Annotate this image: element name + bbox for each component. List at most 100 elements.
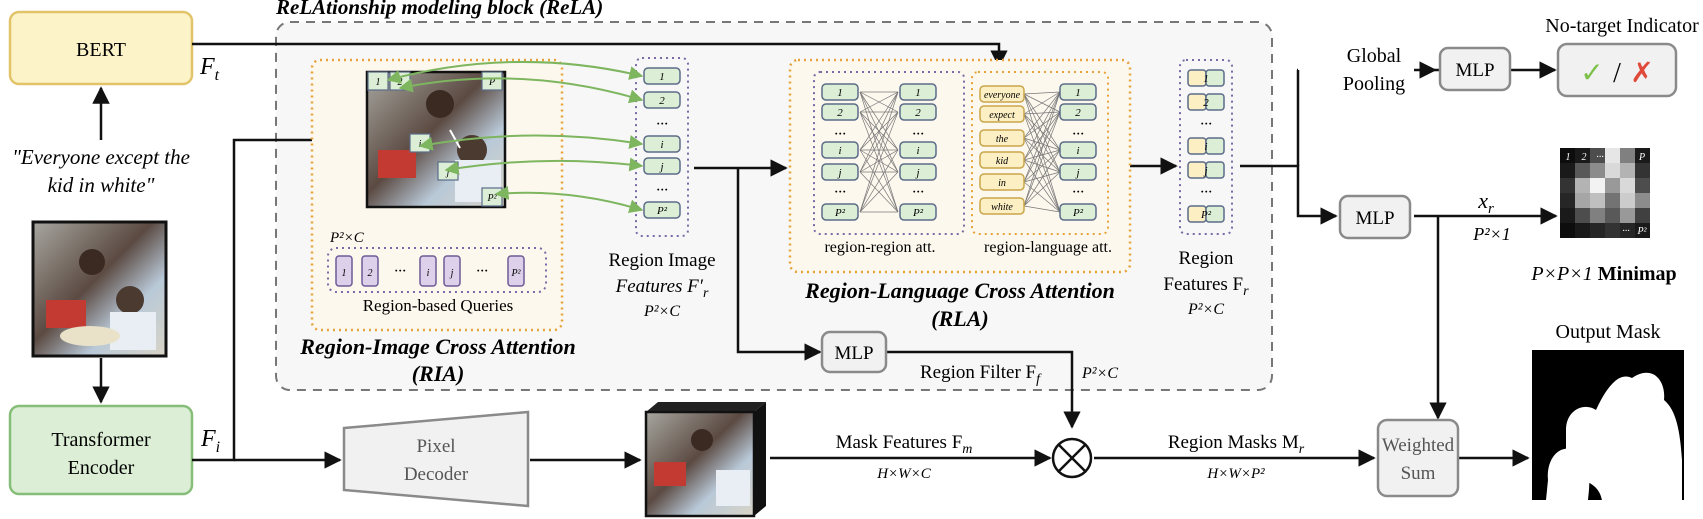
word-token-label: kid [996,156,1009,167]
minimap-cell [1560,223,1575,238]
rr-link [859,149,899,173]
minimap-cell [1560,163,1575,178]
rif-ellipsis: ··· [656,116,668,133]
word-token-label: everyone [984,90,1021,101]
encoder-label-2: Encoder [68,457,135,479]
minimap-cell [1635,223,1650,238]
rl-region-token-label: P² [1072,207,1084,219]
rl-region-token-label: j [1074,167,1079,179]
fi-label: Fi [200,426,220,456]
rr-right-token-label: 1 [915,87,921,99]
rr-left-token-label: i [838,145,841,157]
rl-link [1023,149,1061,183]
minimap-cell [1560,208,1575,223]
rif-token [643,201,681,219]
rl-link [1023,137,1061,213]
rf-token-right [1205,205,1225,223]
minimap-cell [1590,193,1605,208]
query-token-label: 1 [342,268,347,279]
rr-label: region-region att. [824,239,935,256]
rif-label-1: Region Image [608,250,715,271]
query-token [361,255,379,287]
rr-right-ellipsis: ··· [912,126,924,143]
attention-arc [398,77,644,104]
rr-left-token [821,103,859,121]
minimap-cell [1560,193,1575,208]
region-feature-tokens: 12···ij···P² [1187,69,1225,223]
rr-left-token [821,163,859,181]
minimap-cell [1590,223,1605,238]
minimap-cell [1620,178,1635,193]
minimap-cell [1605,223,1620,238]
xr-shape: P²×1 [1472,224,1511,244]
region-image-features-box [635,57,689,237]
word-token [979,151,1025,169]
minimap-cell [1635,178,1650,193]
rf-token-right [1205,161,1225,179]
minimap-cell [1560,148,1575,163]
rr-right-token-label: j [914,167,919,179]
attention-arc [386,60,644,84]
pixel-decoder-label-2: Decoder [404,464,469,485]
rl-link [1023,149,1061,207]
rla-tokens: 12···ij···P²12···ij···P²12···ij···P²ever… [821,83,1097,221]
rr-right-token [899,163,937,181]
rr-right-token-label: 2 [915,107,921,119]
word-token [979,129,1025,147]
rl-link [1023,111,1061,161]
queries-label: Region-based Queries [363,296,514,315]
rr-link [859,91,899,213]
rr-link [859,171,899,213]
rf-token-right [1205,69,1225,87]
rif-token-label: P² [656,205,668,217]
rr-right-token [899,141,937,159]
output-mask-image [1532,350,1684,500]
region-masks-label: Region Masks Mr [1168,432,1305,457]
multiply-operator [1051,437,1093,479]
minimap-cell [1605,148,1620,163]
mlp-box-mid [1338,194,1412,240]
rif-token [643,67,681,85]
minimap-cell [1635,148,1650,163]
rf-token-label: 2 [1203,97,1209,109]
ria-image [365,70,507,209]
rf-shape: P²×C [1187,301,1224,318]
rf-token-label: j [1202,165,1207,177]
attention-arc [494,185,644,214]
minimap-caption: P×P×1 Minimap [1530,263,1676,285]
word-token [979,173,1025,191]
pooling-label-1: Global [1347,45,1402,67]
rf-label-2: Features Fr [1163,274,1249,299]
rl-link [1023,91,1061,139]
rr-left-token-label: 1 [837,87,843,99]
minimap-tag: ··· [1596,152,1604,163]
word-token-label: the [996,134,1009,145]
weighted-sum-box [1376,418,1460,498]
rif-token [643,91,681,109]
mask-feature-cube [644,402,766,518]
minimap-cell [1605,193,1620,208]
rl-region-ellipsis: ··· [1072,184,1084,201]
minimap-cell [1590,148,1605,163]
bert-box [8,10,194,86]
encoder-label-1: Transformer [51,429,151,451]
rif-ellipsis: ··· [656,182,668,199]
region-filter-shape: P²×C [1081,365,1118,382]
minimap-tag: P [1638,152,1645,163]
rl-region-token [1059,83,1097,101]
weighted-sum-label-1: Weighted [1382,435,1455,456]
rf-ellipsis: ··· [1200,184,1212,201]
rf-token-label: P² [1200,209,1212,221]
rif-token-label: 1 [659,71,665,83]
rr-left-token [821,83,859,101]
query-ellipsis: ··· [394,263,406,280]
cross-icon: ✗ [1630,56,1653,89]
word-token-label: in [998,178,1006,189]
minimap-cell [1575,193,1590,208]
rif-token [643,157,681,175]
rr-box [813,71,965,235]
no-target-box [1556,42,1678,98]
ria-abbr: (RIA) [412,361,465,386]
queries-shape: P²×C [329,230,365,246]
